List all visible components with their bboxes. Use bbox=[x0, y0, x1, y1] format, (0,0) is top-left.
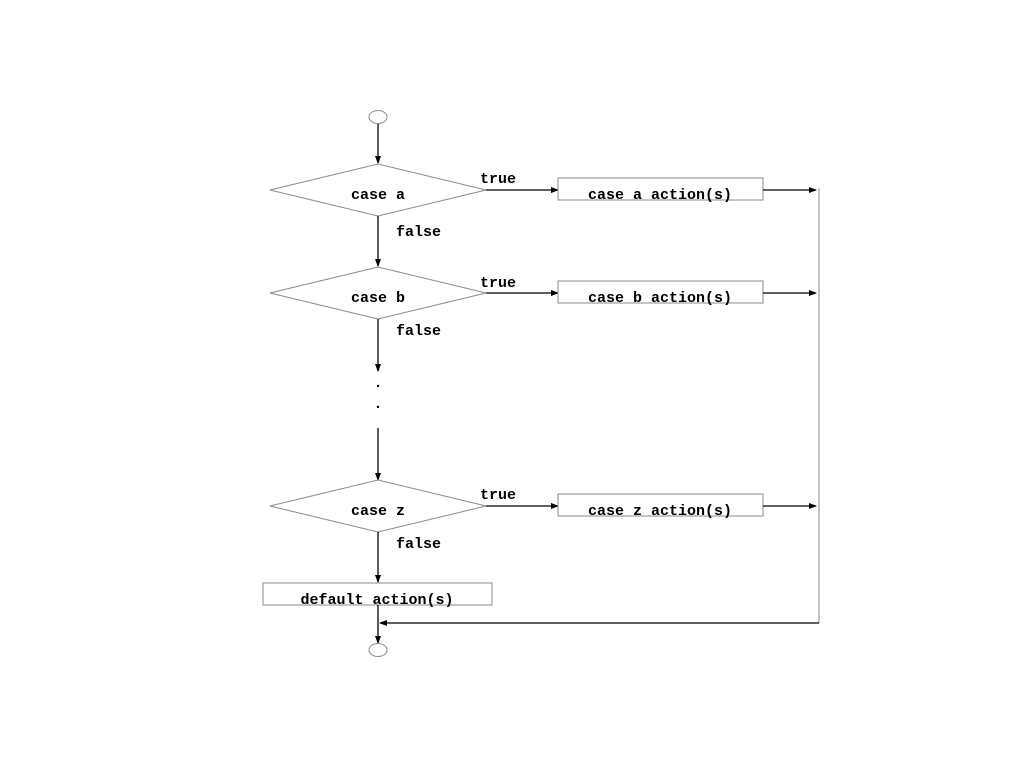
case-b-label: case b bbox=[351, 290, 405, 307]
case-a-action-box bbox=[557, 177, 764, 201]
ellipsis-dot-1: · bbox=[373, 378, 382, 395]
case-b-true-label: true bbox=[480, 275, 516, 292]
ellipsis-dot-2: · bbox=[373, 399, 382, 416]
start-node bbox=[368, 110, 388, 124]
case-a-label: case a bbox=[351, 187, 405, 204]
end-node bbox=[368, 643, 388, 657]
default-action-label: default action(s) bbox=[300, 592, 453, 609]
case-b-action-box bbox=[557, 280, 764, 304]
case-z-false-label: false bbox=[396, 536, 441, 553]
case-a-false-label: false bbox=[396, 224, 441, 241]
case-z-label: case z bbox=[351, 503, 405, 520]
case-b-action-label: case b action(s) bbox=[588, 290, 732, 307]
case-z-action-box bbox=[557, 493, 764, 517]
case-a-true-label: true bbox=[480, 171, 516, 188]
case-z-action-label: case z action(s) bbox=[588, 503, 732, 520]
case-a-action-label: case a action(s) bbox=[588, 187, 732, 204]
case-b-false-label: false bbox=[396, 323, 441, 340]
case-z-true-label: true bbox=[480, 487, 516, 504]
